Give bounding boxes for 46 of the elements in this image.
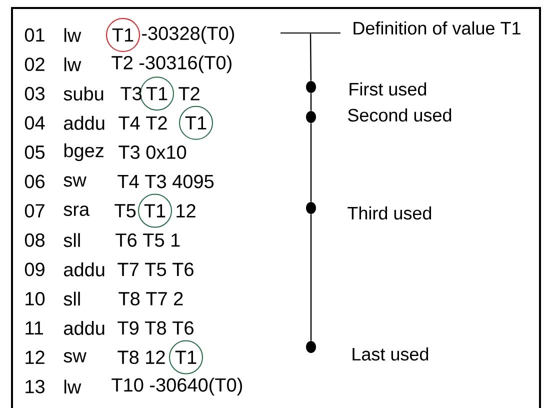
- annotation-text: Third used: [348, 206, 432, 220]
- annotation-text: Second used: [348, 108, 452, 122]
- circled-register: T1: [179, 106, 213, 140]
- line-number: 06: [24, 174, 44, 188]
- line-number: 07: [24, 204, 44, 218]
- line-number: 01: [24, 28, 44, 42]
- opcode: sra: [64, 206, 90, 216]
- line-number: 09: [24, 262, 44, 276]
- opcode: lw: [64, 57, 82, 72]
- opcode: addu: [64, 321, 104, 335]
- operands: T2 -30316(T0): [112, 55, 232, 74]
- operands: T2: [178, 86, 200, 100]
- opcode: sw: [64, 176, 86, 187]
- timeline-line: [310, 34, 312, 81]
- opcode: lw: [64, 28, 82, 42]
- operands: T7 T5 T6: [118, 262, 194, 276]
- operands: T8 T7 2: [118, 292, 183, 306]
- line-number: 10: [26, 292, 45, 306]
- opcode: addu: [64, 262, 104, 276]
- opcode: sw: [64, 352, 86, 362]
- annotation-text: First used: [350, 82, 426, 96]
- opcode: lw: [64, 380, 82, 394]
- opcode: sll: [64, 233, 80, 248]
- circled-register: T1: [169, 340, 203, 374]
- timeline-line: [310, 214, 312, 341]
- line-number: 02: [24, 58, 44, 72]
- circled-register: T1: [106, 18, 140, 52]
- circled-register: T1: [140, 76, 174, 111]
- line-number: 12: [26, 350, 44, 364]
- annotation-text: Last used: [352, 347, 428, 361]
- operands: T10 -30640(T0): [112, 378, 242, 396]
- opcode: subu: [64, 86, 104, 101]
- line-number: 05: [24, 145, 45, 159]
- circled-register: T1: [138, 194, 172, 228]
- operands: T4 T2: [118, 116, 167, 130]
- line-number: 04: [24, 116, 45, 130]
- line-number: 03: [24, 86, 44, 100]
- line-number: 11: [26, 321, 43, 335]
- opcode: sll: [64, 292, 80, 306]
- line-number: 13: [26, 380, 44, 394]
- line-number: 08: [24, 233, 44, 247]
- timeline-line: [310, 123, 312, 202]
- opcode: bgez: [64, 143, 104, 162]
- opcode: addu: [64, 116, 104, 130]
- timeline-line: [310, 93, 312, 111]
- annotation-text: Definition of value T1: [354, 21, 520, 35]
